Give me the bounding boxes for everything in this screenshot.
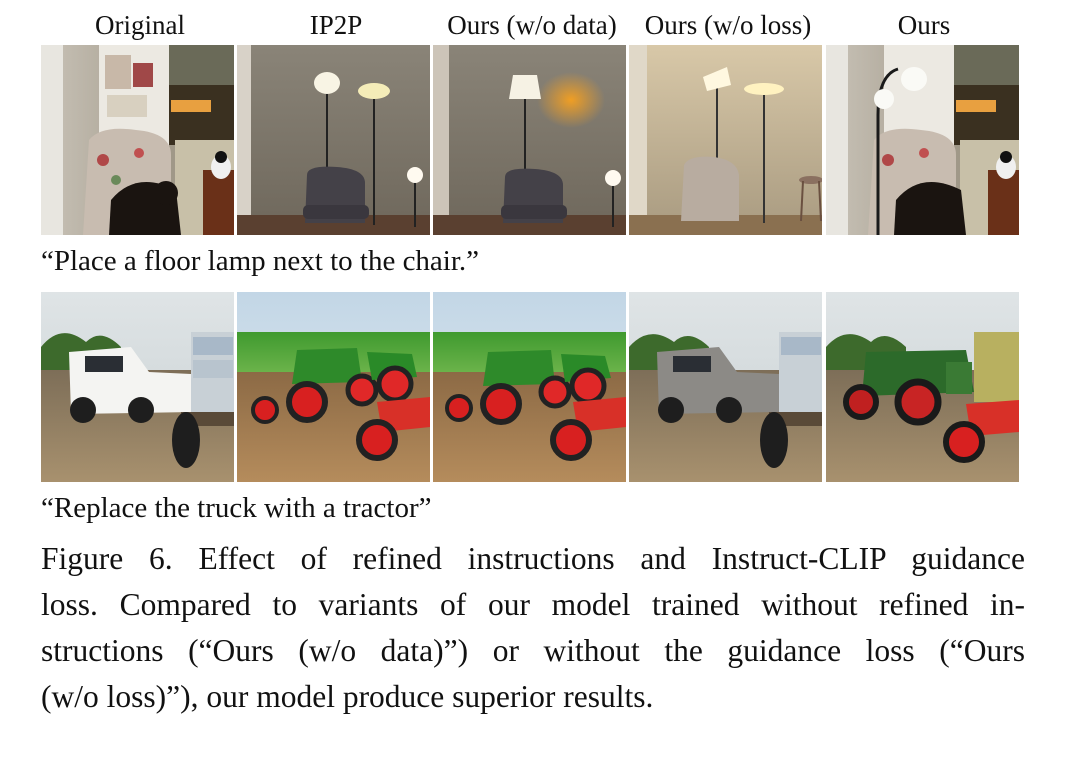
- column-header-ours: Ours: [897, 10, 951, 40]
- column-headers: Original IP2P Ours (w/o data) Ours (w/o …: [41, 8, 1025, 42]
- column-header-ip2p: IP2P: [309, 10, 363, 40]
- caption-line-3: structions (“Ours (w/o data)”) or withou…: [41, 633, 1025, 668]
- caption-line-1: Figure 6. Effect of refined instructions…: [41, 541, 1025, 576]
- image-ours-wo-loss-truck: [629, 292, 822, 482]
- column-header-ours-wo-data: Ours (w/o data): [447, 10, 617, 40]
- image-ip2p-tractors: [237, 292, 430, 482]
- image-ours-wo-loss-chair: [629, 45, 822, 235]
- caption-line-2: loss. Compared to variants of our model …: [41, 587, 1025, 622]
- row-prompt-tractor: “Replace the truck with a tractor”: [41, 492, 432, 524]
- image-ours-chair: [826, 45, 1019, 235]
- caption-line-4: (w/o loss)”), our model produce superior…: [41, 679, 654, 714]
- image-row-tractor: [41, 292, 1025, 482]
- image-original-truck: [41, 292, 234, 482]
- image-ours-tractor: [826, 292, 1019, 482]
- image-ip2p-chair: [237, 45, 430, 235]
- image-row-floor-lamp: [41, 45, 1025, 235]
- column-header-original: Original: [95, 10, 185, 40]
- row-prompt-floor-lamp: “Place a floor lamp next to the chair.”: [41, 245, 480, 277]
- column-header-ours-wo-loss: Ours (w/o loss): [644, 10, 812, 40]
- figure-caption: Figure 6. Effect of refined instructions…: [41, 536, 1025, 720]
- image-original-chair: [41, 45, 234, 235]
- image-ours-wo-data-tractors: [433, 292, 626, 482]
- image-ours-wo-data-chair: [433, 45, 626, 235]
